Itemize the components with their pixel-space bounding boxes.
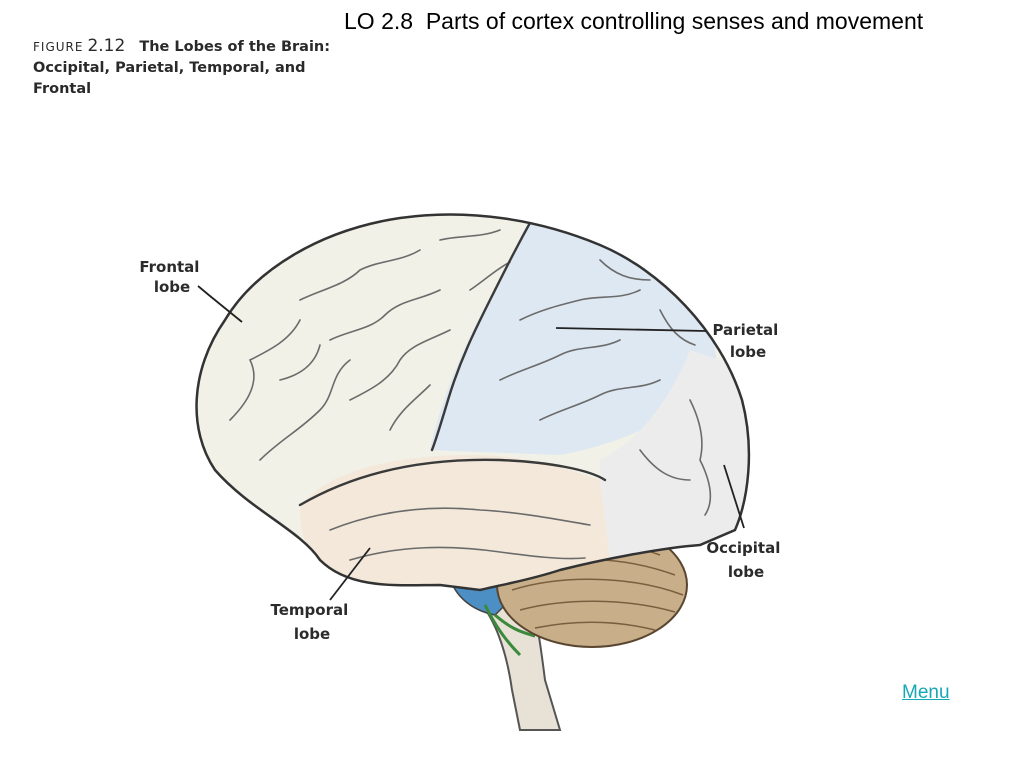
occipital-label-line1: Occipital — [706, 539, 780, 557]
parietal-leader — [555, 327, 707, 332]
occipital-label: Occipital lobe — [706, 539, 785, 581]
occipital-label-line2: lobe — [728, 563, 764, 581]
temporal-label: Temporal lobe — [271, 601, 354, 643]
parietal-label-line2: lobe — [730, 343, 766, 361]
occipital-leader — [723, 464, 745, 529]
leader-lines — [197, 285, 745, 601]
frontal-label-line1: Frontal — [139, 258, 199, 276]
temporal-lobe — [300, 455, 610, 590]
nerve-branch — [483, 604, 536, 657]
slide-title: LO 2.8 Parts of cortex controlling sense… — [344, 8, 924, 34]
figure-word: FIGURE — [33, 40, 84, 54]
frontal-label: Frontal lobe — [139, 258, 204, 296]
parietal-label-line1: Parietal — [712, 321, 778, 339]
figure-title: The Lobes of the Brain: Occipital, Parie… — [33, 39, 331, 97]
brain-folds — [229, 214, 712, 561]
parietal-label: Parietal lobe — [712, 321, 783, 361]
brain-outline — [195, 213, 751, 592]
temporal-leader — [329, 547, 371, 601]
figure-number: 2.12 — [87, 36, 126, 56]
menu-link[interactable]: Menu — [902, 682, 950, 703]
frontal-leader — [197, 285, 243, 323]
temporal-label-line2: lobe — [294, 625, 330, 643]
frontal-label-line2: lobe — [154, 278, 190, 296]
temporal-label-line1: Temporal — [271, 601, 349, 619]
